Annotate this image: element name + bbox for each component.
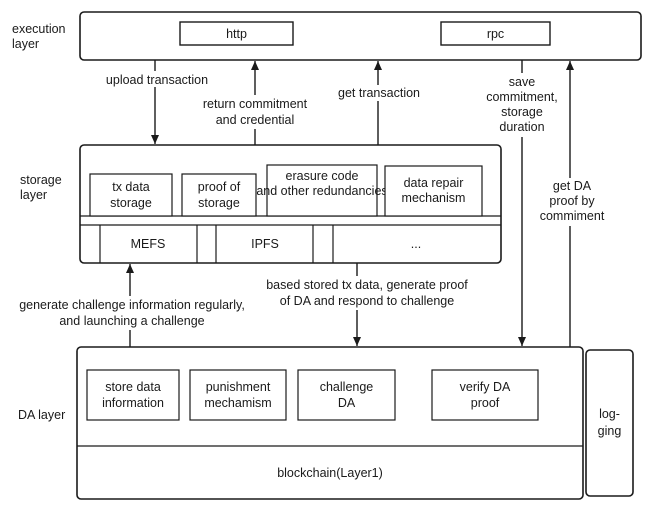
label-bg: [18, 296, 248, 330]
backend-ipfs: IPFS: [251, 237, 279, 251]
storage-module-proof: [181, 173, 257, 217]
da-module-store: [86, 369, 180, 421]
label-bg: [258, 276, 476, 310]
storage-module-erasure: [266, 164, 378, 217]
rpc-label: rpc: [487, 27, 504, 41]
da-module-challenge: [297, 369, 396, 421]
label-bg: [98, 71, 218, 87]
http-label: http: [226, 27, 247, 41]
label-bg: [476, 73, 568, 137]
label-get-transaction: get transaction: [338, 86, 420, 100]
blockchain-label: blockchain(Layer1): [277, 466, 383, 480]
label-bg: [193, 95, 317, 129]
execution-layer-box: [79, 11, 642, 61]
http-box: [179, 21, 294, 46]
da-module-punishment: [189, 369, 287, 421]
storage-module-repair: [384, 165, 483, 217]
logging-label: log-ging: [598, 407, 622, 438]
backend-more: ...: [411, 237, 421, 251]
label-bg: [530, 178, 616, 226]
label-bg: [331, 85, 428, 101]
rpc-box: [440, 21, 551, 46]
da-module-verify: [431, 369, 539, 421]
label-challenge: generate challenge information regularly…: [19, 298, 245, 328]
logging-box: [585, 349, 634, 497]
label-upload: upload transaction: [106, 73, 208, 87]
backend-mefs: MEFS: [131, 237, 166, 251]
layer-label-da: DA layer: [18, 408, 65, 422]
storage-module-tx-data: [89, 173, 173, 217]
